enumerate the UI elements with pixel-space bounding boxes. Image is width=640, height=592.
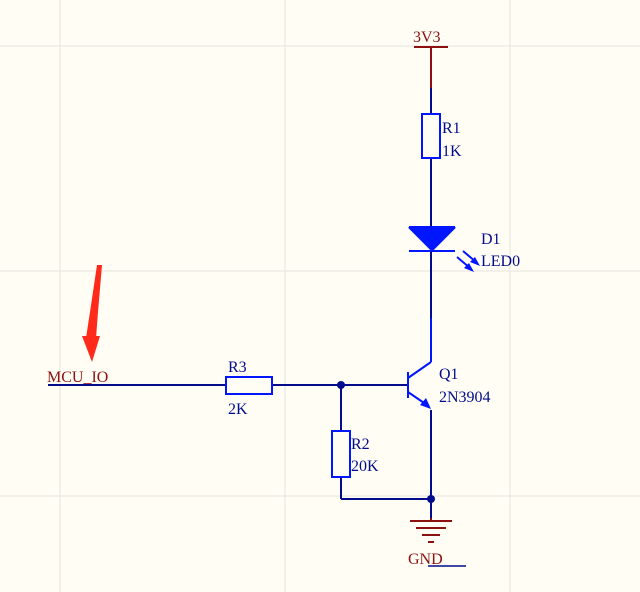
power-label: 3V3 bbox=[413, 29, 441, 46]
led-d1[interactable]: D1 LED0 bbox=[407, 226, 520, 272]
d1-value: LED0 bbox=[481, 253, 520, 270]
resistor-r2[interactable]: R2 20K bbox=[331, 430, 379, 478]
r1-value: 1K bbox=[442, 143, 462, 160]
net-label-text: MCU_IO bbox=[47, 369, 108, 386]
power-port-3v3[interactable]: 3V3 bbox=[413, 29, 448, 88]
r2-value: 20K bbox=[351, 458, 379, 475]
ground-label: GND bbox=[408, 551, 443, 568]
q1-value: 2N3904 bbox=[439, 389, 491, 406]
wires bbox=[48, 88, 432, 518]
r3-designator: R3 bbox=[228, 359, 247, 376]
r1-designator: R1 bbox=[442, 120, 461, 137]
junction-dot bbox=[427, 495, 435, 503]
r2-designator: R2 bbox=[351, 436, 370, 453]
junction-dot bbox=[337, 381, 345, 389]
r3-value: 2K bbox=[228, 401, 248, 418]
ground-symbol[interactable]: GND bbox=[408, 518, 452, 568]
net-label-mcu-io[interactable]: MCU_IO bbox=[47, 369, 108, 386]
transistor-q1[interactable]: Q1 2N3904 bbox=[407, 318, 491, 409]
red-arrow-icon bbox=[82, 265, 102, 362]
resistor-r1[interactable]: R1 1K bbox=[421, 113, 462, 160]
q1-designator: Q1 bbox=[439, 366, 459, 383]
light-emission-arrows-icon bbox=[456, 250, 480, 272]
d1-designator: D1 bbox=[481, 231, 501, 248]
resistor-r3[interactable]: R3 2K bbox=[225, 359, 273, 418]
